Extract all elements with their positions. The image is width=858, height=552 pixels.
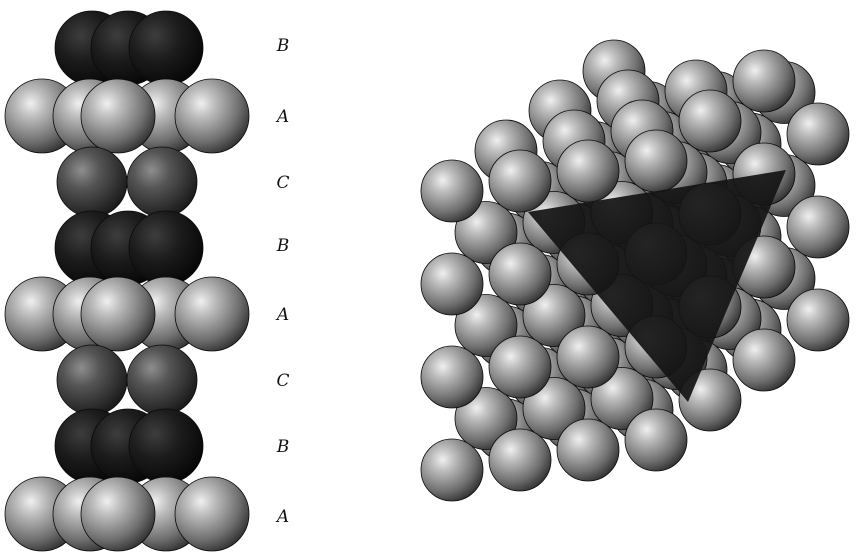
cluster-atom-sphere: [786, 195, 850, 259]
atom-layer-b-sphere: [128, 10, 204, 86]
cluster-atom-sphere: [420, 159, 484, 223]
cluster-atom-sphere: [678, 89, 742, 153]
cluster-atom-sphere: [454, 387, 518, 450]
cluster-atom-sphere: [488, 335, 552, 399]
cluster-atom-sphere: [624, 129, 688, 193]
cluster-atom-sphere: [454, 294, 518, 357]
layer-label-c: C: [276, 173, 289, 193]
layer-label-b: B: [276, 236, 290, 256]
cluster-atom-sphere: [454, 201, 518, 264]
layer-label-b-top: B: [276, 36, 290, 56]
cluster-atom-sphere: [420, 345, 484, 409]
cluster-atom-sphere: [624, 408, 688, 472]
cluster-atom-sphere: [522, 377, 586, 440]
cluster-atom-sphere: [556, 325, 620, 389]
cluster-atom-sphere: [420, 438, 484, 502]
layer-label-c: C: [276, 371, 289, 391]
atom-layer-c-sphere: [126, 344, 198, 416]
cluster-atom-sphere: [786, 102, 850, 166]
cluster-atom-sphere: [590, 367, 654, 430]
atom-layer-c-sphere: [56, 344, 128, 416]
atom-layer-c-sphere: [126, 146, 198, 218]
atom-layer-a-sphere: [80, 78, 156, 154]
cluster-atom-sphere: [420, 252, 484, 316]
layer-label-a: A: [275, 305, 289, 325]
atom-layer-c-sphere: [56, 146, 128, 218]
layer-label-list: B A C B A C B A: [275, 36, 290, 527]
atom-layer-a-sphere: [174, 78, 250, 154]
atom-layer-a-sphere: [174, 276, 250, 352]
atom-layer-a-sphere: [174, 476, 250, 552]
layer-label-a: A: [275, 107, 289, 127]
cluster-atom-sphere: [488, 242, 552, 306]
cluster-atom-sphere: [786, 288, 850, 352]
cluster-atom-sphere: [522, 284, 586, 347]
stacking-column: [4, 10, 250, 552]
cluster-atom-sphere: [556, 139, 620, 203]
close-packed-plane-triangle: [528, 170, 786, 402]
cluster-atom-sphere: [488, 428, 552, 492]
atom-layer-b-sphere: [128, 408, 204, 484]
atom-layer-a-sphere: [80, 276, 156, 352]
layer-label-a-bottom: A: [275, 507, 289, 527]
atom-layer-b-sphere: [128, 210, 204, 286]
cluster-atom-sphere: [556, 418, 620, 482]
cluster-atom-sphere: [732, 328, 796, 392]
cluster-atom-sphere: [488, 149, 552, 213]
cluster-atom-sphere: [732, 49, 796, 113]
atom-layer-a-sphere: [80, 476, 156, 552]
layer-label-b: B: [276, 437, 290, 457]
